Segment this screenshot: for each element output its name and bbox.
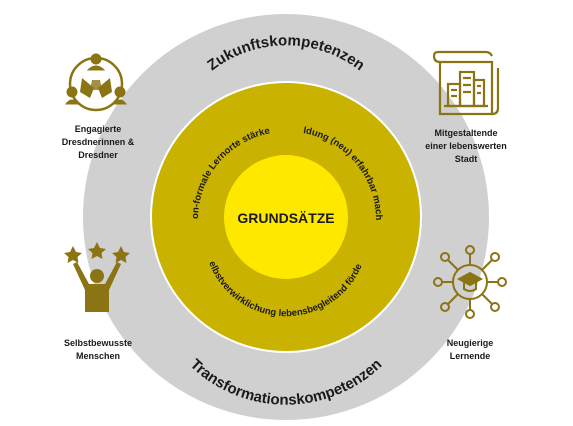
community-hands-icon	[64, 53, 128, 112]
star-icon	[64, 246, 82, 263]
bottom-right-label: Neugierige Lernende	[446, 338, 494, 361]
star-icon	[88, 242, 106, 259]
bottom-left-label: Selbstbewusste Menschen	[63, 338, 133, 361]
center-circle	[224, 155, 348, 279]
city-plan-icon	[432, 50, 500, 116]
center-label: GRUNDSÄTZE	[237, 210, 334, 226]
top-left-label: Engagierte Dresdnerinnen & Dresdner	[61, 124, 135, 160]
graduation-network-icon	[433, 245, 507, 319]
top-right-label: Mitgestaltende einer lebenswerten Stadt	[425, 128, 507, 164]
person-stars-icon	[64, 242, 130, 312]
star-icon	[112, 246, 130, 263]
